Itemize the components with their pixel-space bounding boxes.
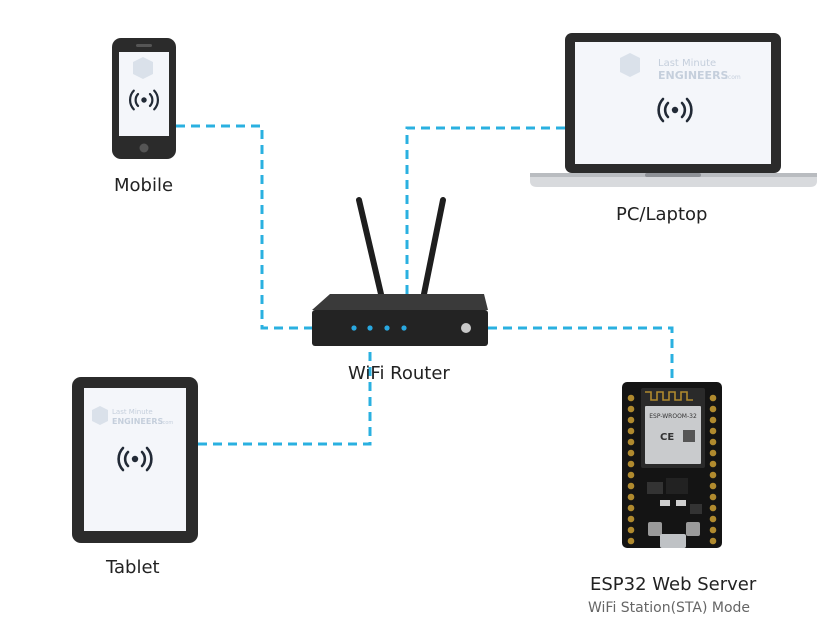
router-antenna-left: [356, 197, 384, 297]
router-led: [384, 325, 390, 331]
esp32-pin-header-left: [627, 394, 635, 545]
esp32-chip-label: ESP-WROOM-32: [649, 413, 697, 420]
watermark-suffix: .com: [726, 74, 741, 81]
label-esp32-title: ESP32 Web Server: [590, 574, 757, 595]
router-led: [351, 325, 357, 331]
link-laptop-router: [405, 126, 565, 296]
mobile-device: [112, 38, 176, 159]
watermark-line2: ENGINEERS: [112, 417, 163, 426]
watermark-suffix: .com: [161, 420, 173, 426]
esp32-board: ESP-WROOM-32 CE: [622, 382, 722, 548]
link-router-esp32: [488, 326, 674, 382]
connection-lines: [176, 124, 674, 446]
esp32-button-right: [686, 522, 700, 536]
tablet-device: Last Minute ENGINEERS .com: [72, 377, 198, 543]
laptop-device: Last Minute ENGINEERS .com: [530, 33, 817, 187]
link-mobile-router: [176, 124, 312, 330]
esp32-antenna-trace: [645, 391, 693, 401]
label-laptop: PC/Laptop: [616, 204, 708, 225]
esp32-metal-shield: [645, 406, 701, 464]
router-power-button: [461, 323, 471, 333]
last-minute-engineers-logo: [92, 406, 108, 425]
micro-usb-port: [660, 534, 686, 548]
watermark-line1: Last Minute: [658, 58, 716, 69]
label-router: WiFi Router: [348, 363, 450, 384]
router-led: [401, 325, 407, 331]
label-esp32-subtitle: WiFi Station(STA) Mode: [588, 600, 751, 616]
last-minute-engineers-logo: [133, 57, 153, 79]
esp32-ce-mark: CE: [660, 432, 674, 443]
wifi-router-device: [312, 197, 488, 346]
last-minute-engineers-logo: [620, 53, 640, 77]
watermark-line1: Last Minute: [112, 408, 153, 416]
label-mobile: Mobile: [114, 175, 174, 196]
esp32-button-left: [648, 522, 662, 536]
watermark-line2: ENGINEERS: [658, 69, 729, 82]
label-tablet: Tablet: [106, 557, 160, 578]
esp32-pin-header-right: [709, 394, 717, 545]
router-led: [367, 325, 373, 331]
esp32-qr-code: [683, 430, 695, 442]
router-antenna-right: [421, 197, 446, 297]
link-tablet-router: [198, 346, 372, 446]
